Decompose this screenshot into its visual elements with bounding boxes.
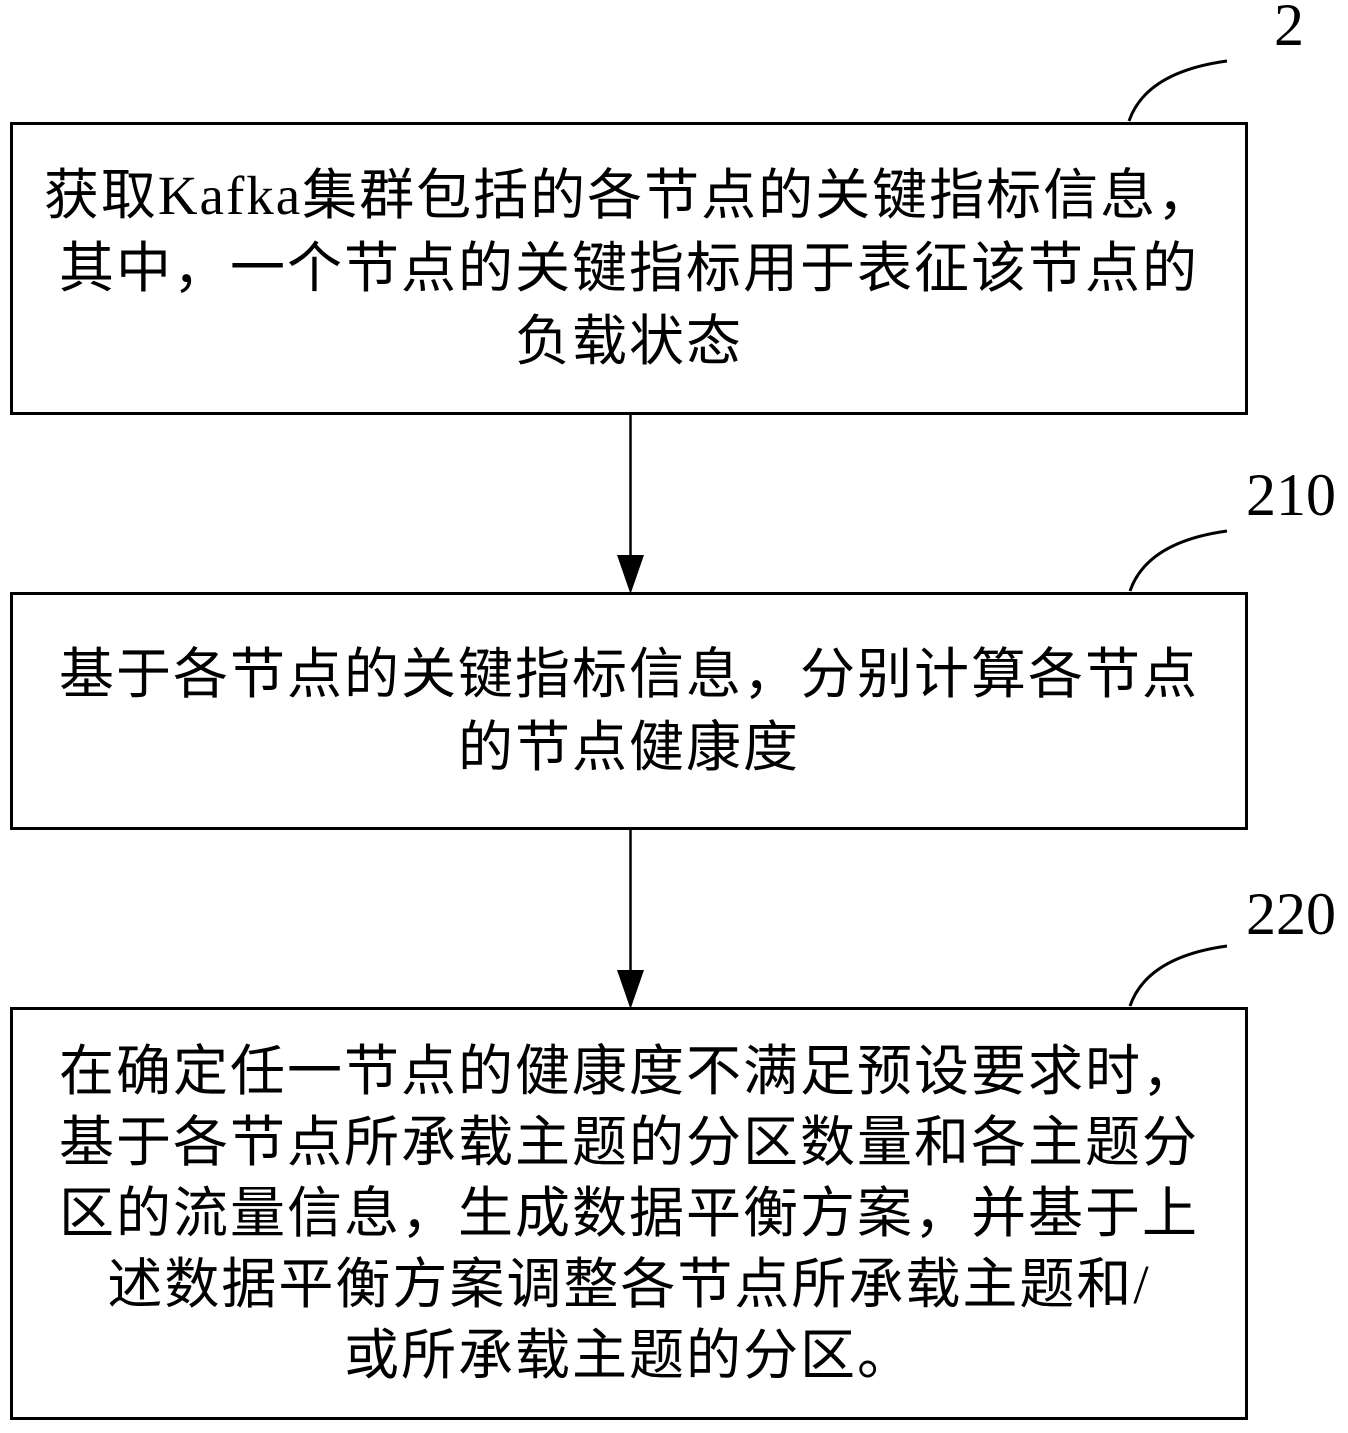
flow-step-1-line-1: 获取Kafka集群包括的各节点的关键指标信息， <box>43 165 1215 226</box>
flow-step-3-box: 在确定任一节点的健康度不满足预设要求时， 基于各节点所承载主题的分区数量和各主题… <box>10 1007 1248 1420</box>
ref-label-220: 220 <box>1246 881 1336 947</box>
flow-step-1-box: 获取Kafka集群包括的各节点的关键指标信息， 其中，一个节点的关键指标用于表征… <box>10 122 1248 415</box>
flow-step-2-line-2: 的节点健康度 <box>457 717 800 778</box>
flow-step-1-line-2: 其中，一个节点的关键指标用于表征该节点的 <box>58 238 1199 299</box>
flow-arrow-1 <box>617 415 644 594</box>
flow-step-3-line-3: 区的流量信息，生成数据平衡方案，并基于上 <box>58 1183 1199 1244</box>
flow-step-3-line-1: 在确定任一节点的健康度不满足预设要求时， <box>58 1041 1199 1102</box>
flow-step-3-line-2: 基于各节点所承载主题的分区数量和各主题分 <box>58 1112 1199 1173</box>
flow-arrow-2 <box>617 830 644 1009</box>
flow-step-1-line-3: 负载状态 <box>514 311 743 372</box>
flow-step-2-box: 基于各节点的关键指标信息，分别计算各节点 的节点健康度 <box>10 592 1248 830</box>
flow-step-2-line-1: 基于各节点的关键指标信息，分别计算各节点 <box>58 644 1199 705</box>
leader-line-220 <box>1128 944 1228 1007</box>
ref-label-2: 2 <box>1274 0 1304 58</box>
ref-label-210: 210 <box>1246 462 1336 528</box>
flow-step-3-line-4: 述数据平衡方案调整各节点所承载主题和/ <box>107 1254 1151 1315</box>
flow-step-3-line-5: 或所承载主题的分区。 <box>343 1325 914 1386</box>
leader-line-2 <box>1127 59 1228 122</box>
leader-line-210 <box>1128 529 1228 592</box>
